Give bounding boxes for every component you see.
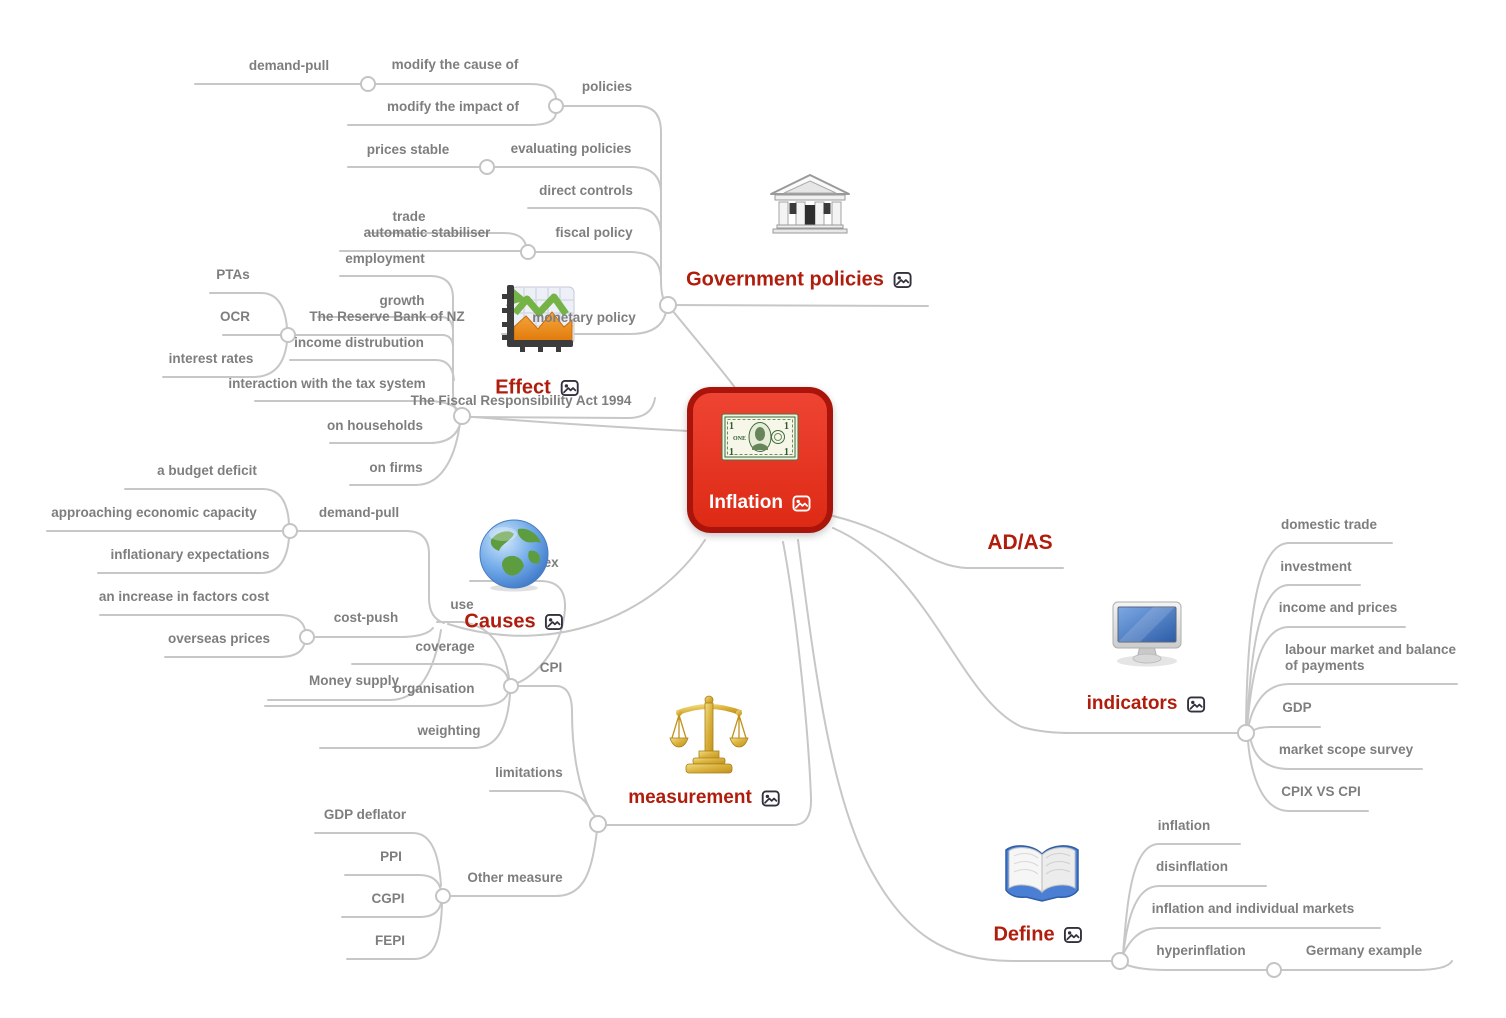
node-market-scope-survey[interactable]: market scope survey xyxy=(1278,742,1414,757)
node-inflationary-expectations[interactable]: inflationary expectations xyxy=(110,547,270,562)
branch-causes[interactable]: Causes xyxy=(464,610,564,634)
node-approaching-economic-capacity[interactable]: approaching economic capacity xyxy=(51,505,257,520)
node-use[interactable]: use xyxy=(450,597,474,612)
branch-label: Government policies xyxy=(686,268,884,291)
node-money-supply[interactable]: Money supply xyxy=(308,673,400,688)
node-ppi[interactable]: PPI xyxy=(380,849,402,864)
node-demand-pull-cause[interactable]: demand-pull xyxy=(318,505,400,520)
node-evaluating-policies[interactable]: evaluating policies xyxy=(510,141,632,156)
node-employment[interactable]: employment xyxy=(345,251,425,266)
branch-define[interactable]: Define xyxy=(993,923,1083,947)
branch-ad-as[interactable]: AD/AS xyxy=(987,531,1052,555)
node-cpi[interactable]: CPI xyxy=(539,660,563,675)
node-income-distrubution[interactable]: income distrubution xyxy=(294,335,424,350)
node-on-firms[interactable]: on firms xyxy=(369,460,423,475)
node-inflation-and-individual-markets[interactable]: inflation and individual markets xyxy=(1151,901,1355,916)
svg-text:ONE: ONE xyxy=(733,436,746,442)
node-interest-rates[interactable]: interest rates xyxy=(168,351,254,366)
node-increase-in-factors-cost[interactable]: an increase in factors cost xyxy=(98,589,270,604)
image-badge-icon[interactable] xyxy=(1064,926,1083,944)
node-coverage[interactable]: coverage xyxy=(415,639,475,654)
node-organisation[interactable]: organisation xyxy=(393,681,475,696)
node-modify-the-impact-of[interactable]: modify the impact of xyxy=(386,99,520,114)
node-labour-market-balance-of-payments[interactable]: labour market and balance of payments xyxy=(1285,642,1457,673)
branch-effect[interactable]: Effect xyxy=(495,377,579,400)
node-modify-the-cause-of[interactable]: modify the cause of xyxy=(391,57,519,72)
node-automatic-stabiliser[interactable]: automatic stabiliser xyxy=(363,225,491,240)
svg-text:1: 1 xyxy=(784,421,789,432)
image-badge-icon[interactable] xyxy=(893,271,912,289)
chart-icon xyxy=(502,283,578,360)
scales-icon xyxy=(669,691,749,780)
node-gdp[interactable]: GDP xyxy=(1282,700,1312,715)
image-badge-icon[interactable] xyxy=(545,613,564,631)
svg-text:1: 1 xyxy=(729,447,734,458)
node-monetary-policy[interactable]: monetary policy xyxy=(532,310,636,325)
svg-text:1: 1 xyxy=(729,421,734,432)
bank-icon xyxy=(768,173,852,240)
node-other-measure[interactable]: Other measure xyxy=(467,870,563,885)
node-ocr[interactable]: OCR xyxy=(220,309,250,324)
node-domestic-trade[interactable]: domestic trade xyxy=(1280,517,1378,532)
branch-label: Causes xyxy=(464,610,536,633)
image-badge-icon[interactable] xyxy=(761,789,780,807)
node-fiscal-policy[interactable]: fiscal policy xyxy=(555,225,633,240)
node-income-and-prices[interactable]: income and prices xyxy=(1278,600,1398,615)
central-topic-label: Inflation xyxy=(709,492,783,513)
branch-label: indicators xyxy=(1086,693,1178,714)
monitor-icon xyxy=(1111,600,1183,673)
node-demand-pull-policy[interactable]: demand-pull xyxy=(248,58,330,73)
branch-label: measurement xyxy=(628,787,752,808)
central-topic-inflation[interactable]: 1 1 1 1 ONE Inflation xyxy=(687,387,833,533)
branch-indicators[interactable]: indicators xyxy=(1087,693,1206,715)
node-interaction-with-tax-system[interactable]: interaction with the tax system xyxy=(228,376,426,391)
node-prices-stable[interactable]: prices stable xyxy=(366,142,450,157)
book-icon xyxy=(1002,840,1082,909)
node-inflation-definition[interactable]: inflation xyxy=(1157,818,1211,833)
node-weighting[interactable]: weighting xyxy=(417,723,481,738)
branch-measurement[interactable]: measurement xyxy=(628,787,780,809)
node-a-budget-deficit[interactable]: a budget deficit xyxy=(157,463,257,478)
node-reserve-bank-of-nz[interactable]: The Reserve Bank of NZ xyxy=(309,309,465,324)
node-fiscal-responsibility-act[interactable]: The Fiscal Responsibility Act 1994 xyxy=(410,393,632,408)
globe-icon xyxy=(477,518,551,597)
node-hyperinflation[interactable]: hyperinflation xyxy=(1156,943,1246,958)
node-cpix-vs-cpi[interactable]: CPIX VS CPI xyxy=(1281,784,1361,799)
node-germany-example[interactable]: Germany example xyxy=(1305,943,1423,958)
node-gdp-deflator[interactable]: GDP deflator xyxy=(323,807,407,822)
node-policies[interactable]: policies xyxy=(581,79,633,94)
node-fepi[interactable]: FEPI xyxy=(374,933,406,948)
svg-text:1: 1 xyxy=(784,447,789,458)
branch-government-policies[interactable]: Government policies xyxy=(686,269,912,292)
node-investment[interactable]: investment xyxy=(1280,559,1352,574)
node-limitations[interactable]: limitations xyxy=(495,765,563,780)
node-disinflation[interactable]: disinflation xyxy=(1156,859,1228,874)
node-cost-push[interactable]: cost-push xyxy=(333,610,399,625)
image-badge-icon[interactable] xyxy=(1186,695,1205,713)
image-badge-icon[interactable] xyxy=(792,494,811,512)
branch-label: AD/AS xyxy=(987,531,1053,554)
node-overseas-prices[interactable]: overseas prices xyxy=(167,631,271,646)
image-badge-icon[interactable] xyxy=(560,379,579,397)
branch-label: Define xyxy=(993,923,1055,946)
dollar-bill-icon: 1 1 1 1 ONE xyxy=(721,413,799,466)
node-on-households[interactable]: on households xyxy=(327,418,423,433)
branch-label: Effect xyxy=(495,376,551,399)
node-growth[interactable]: growth xyxy=(379,293,425,308)
node-ptas[interactable]: PTAs xyxy=(216,267,250,282)
node-trade[interactable]: trade xyxy=(392,209,426,224)
node-direct-controls[interactable]: direct controls xyxy=(539,183,633,198)
node-cgpi[interactable]: CGPI xyxy=(371,891,405,906)
